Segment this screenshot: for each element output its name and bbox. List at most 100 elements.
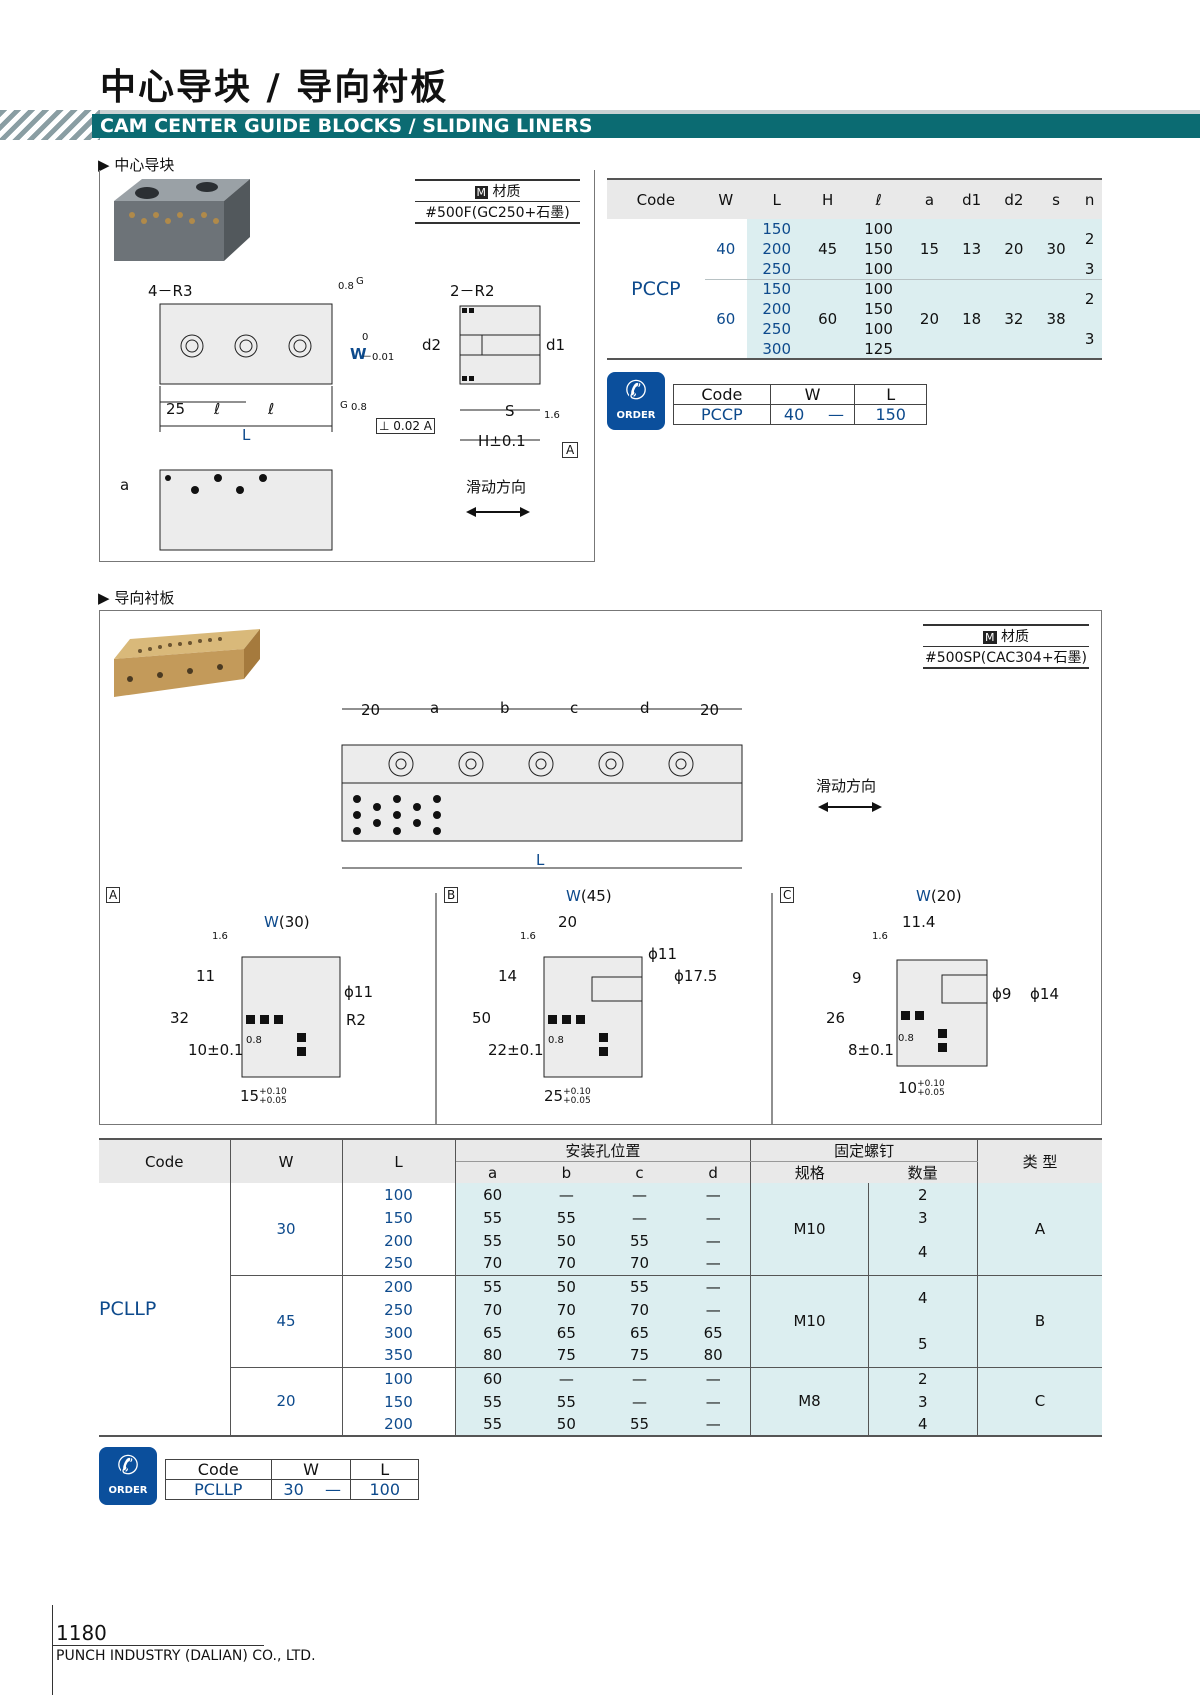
title-banner bbox=[0, 110, 1200, 140]
screw-spec-cell: M8 bbox=[750, 1367, 869, 1436]
c-cell: — bbox=[602, 1390, 677, 1413]
qty-cell: 4 bbox=[868, 1275, 979, 1321]
qty-cell: 2 bbox=[868, 1367, 979, 1390]
col-qty: 数量 bbox=[868, 1161, 979, 1183]
w-cell: 45 bbox=[230, 1275, 343, 1367]
top-dim-20-left: 20 bbox=[361, 701, 381, 719]
l-cell: 200 bbox=[342, 1229, 456, 1252]
view-c-w-value: (20) bbox=[930, 887, 962, 905]
l-cell: 200 bbox=[746, 239, 807, 259]
dim-L: L bbox=[242, 426, 251, 444]
section-2-heading: ▶ 导向衬板 bbox=[98, 589, 175, 607]
view-c-top-dim: 9 bbox=[852, 969, 862, 987]
view-c-tol-up: +0.10 bbox=[917, 1078, 945, 1089]
col-w: W bbox=[230, 1139, 343, 1183]
footer-hline bbox=[52, 1645, 264, 1646]
material-value-2: #500SP(CAC304+石墨) bbox=[924, 650, 1088, 666]
a-cell: 15 bbox=[908, 219, 951, 279]
company-name: PUNCH INDUSTRY (DALIAN) CO., LTD. bbox=[56, 1648, 316, 1664]
b-cell: 70 bbox=[529, 1298, 603, 1321]
dim-ell-1: ℓ bbox=[214, 400, 221, 418]
d-cell: — bbox=[676, 1183, 752, 1206]
material-box-2: M 材质 #500SP(CAC304+石墨) bbox=[923, 624, 1089, 669]
order-icon[interactable]: ✆ORDER bbox=[607, 372, 665, 430]
s-cell: 30 bbox=[1034, 219, 1078, 279]
top-dim-b: b bbox=[500, 699, 510, 717]
l-cell: 250 bbox=[746, 319, 807, 339]
view-a-w-value: (30) bbox=[278, 913, 310, 931]
screw-spec-cell: M10 bbox=[750, 1183, 869, 1275]
code-cell: PCLLP bbox=[99, 1183, 231, 1436]
c-cell: 70 bbox=[602, 1298, 677, 1321]
order-col-code-2: Code bbox=[165, 1459, 272, 1480]
order-code-value-2: PCLLP bbox=[165, 1479, 272, 1500]
qty-cell: 4 bbox=[868, 1413, 979, 1436]
col-type: 类 型 bbox=[1022, 1153, 1058, 1171]
col-s: s bbox=[1052, 190, 1060, 209]
h-cell: 60 bbox=[806, 279, 849, 359]
col-code: Code bbox=[99, 1139, 231, 1183]
b-cell: — bbox=[529, 1183, 603, 1206]
view-c-sub-dim: 11.4 bbox=[902, 913, 936, 931]
view-a-tol-down: +0.05 bbox=[259, 1095, 287, 1106]
c-cell: 75 bbox=[602, 1344, 677, 1367]
d-cell: — bbox=[676, 1252, 752, 1275]
n-cell: 2 bbox=[1077, 279, 1102, 319]
pcllp-spec-table: Code W L 安装孔位置 固定螺钉 类 型 a b c d 规格 数量 PC… bbox=[99, 1138, 1102, 1437]
view-b-sub-dim: 20 bbox=[558, 913, 578, 931]
w-dimension-label: W bbox=[350, 345, 367, 363]
view-c-bottom-dim: 8±0.1 bbox=[848, 1041, 894, 1059]
view-b-top-dim: 14 bbox=[498, 967, 518, 985]
a-cell: 55 bbox=[455, 1275, 530, 1298]
dim-25: 25 bbox=[166, 400, 186, 418]
view-a-tag: A bbox=[106, 887, 121, 903]
order-icon-label-2: ORDER bbox=[108, 1485, 148, 1496]
b-cell: 75 bbox=[529, 1344, 603, 1367]
col-d1: d1 bbox=[962, 190, 982, 209]
l-cell: 150 bbox=[746, 279, 807, 299]
d-cell: 80 bbox=[676, 1344, 752, 1367]
ell-cell: 100 bbox=[848, 319, 909, 339]
d-cell: — bbox=[676, 1413, 752, 1436]
datum-a-box: A bbox=[562, 442, 579, 458]
col-c: c bbox=[635, 1163, 644, 1182]
section-2-label: 导向衬板 bbox=[114, 589, 175, 607]
view-a-finish08: 0.8 bbox=[246, 1035, 262, 1046]
g-mark-bottom: G bbox=[340, 400, 348, 411]
w-cell: 20 bbox=[230, 1367, 343, 1436]
d-cell: — bbox=[676, 1275, 752, 1298]
material-badge: M bbox=[474, 186, 489, 199]
c-cell: — bbox=[602, 1206, 677, 1229]
d2-cell: 20 bbox=[992, 219, 1035, 279]
qty-cell: 4 bbox=[868, 1229, 979, 1275]
view-c-finish08: 0.8 bbox=[898, 1033, 914, 1044]
dim-L-2: L bbox=[536, 851, 545, 869]
qty-cell: 3 bbox=[868, 1390, 979, 1413]
view-b-finish16: 1.6 bbox=[520, 931, 536, 942]
page-number: 1180 bbox=[56, 1621, 107, 1645]
order-l-value: 150 bbox=[854, 404, 927, 425]
d-cell: — bbox=[676, 1206, 752, 1229]
material-title-2: 材质 bbox=[1000, 629, 1029, 645]
col-holes: 安装孔位置 bbox=[455, 1139, 752, 1162]
l-cell: 250 bbox=[342, 1298, 456, 1321]
d-cell: — bbox=[676, 1298, 752, 1321]
d1-cell: 13 bbox=[950, 219, 993, 279]
dim-ell-2: ℓ bbox=[268, 400, 275, 418]
ell-cell: 150 bbox=[848, 239, 909, 259]
n-cell: 3 bbox=[1077, 259, 1102, 279]
order-icon-2[interactable]: ✆ORDER bbox=[99, 1447, 157, 1505]
col-screw: 固定螺钉 bbox=[750, 1139, 978, 1162]
guide-block-views bbox=[159, 303, 541, 551]
c-cell: 70 bbox=[602, 1252, 677, 1275]
b-cell: 50 bbox=[529, 1275, 603, 1298]
view-a-tol-up: +0.10 bbox=[259, 1086, 287, 1097]
l-cell: 300 bbox=[746, 339, 807, 359]
